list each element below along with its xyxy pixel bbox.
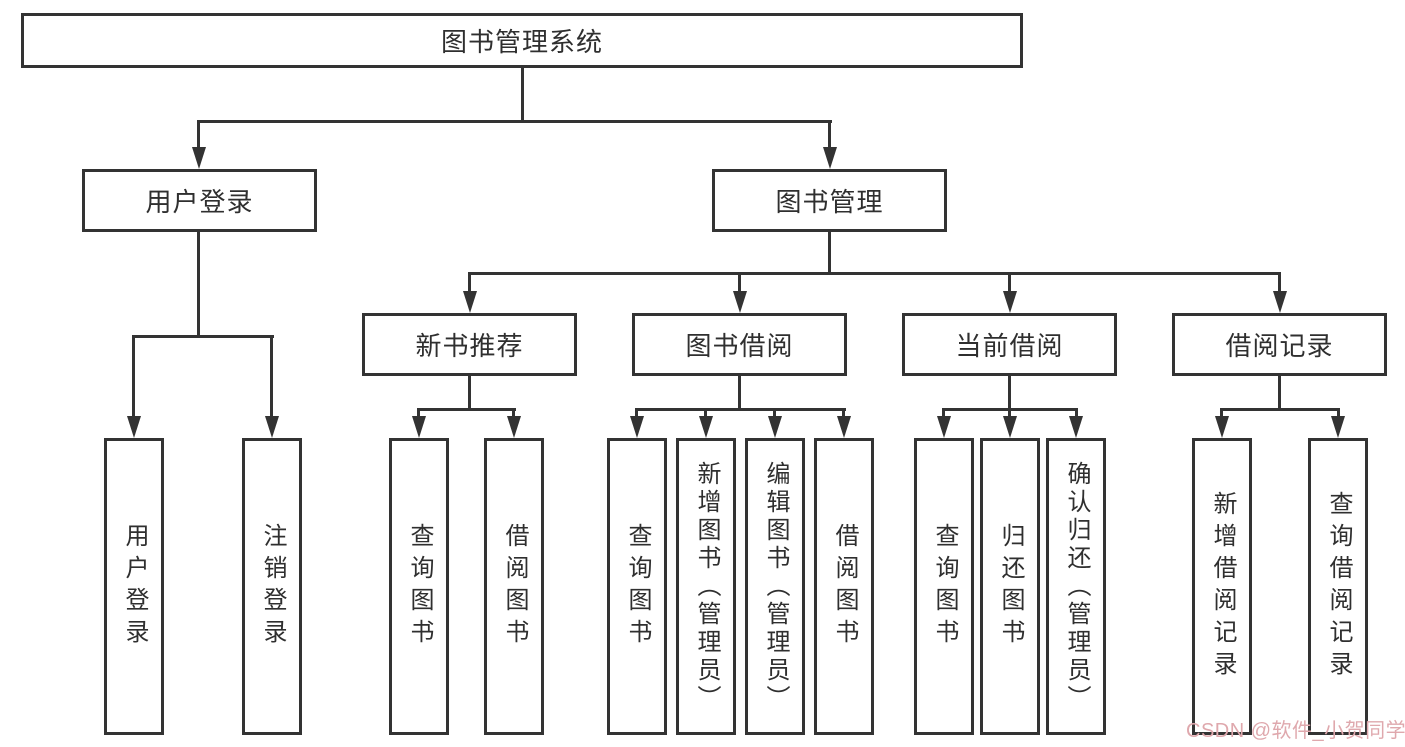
leaf-query-book: 查询图书 xyxy=(607,438,667,735)
edge-level1-hline xyxy=(197,120,832,123)
arrowhead-leaf xyxy=(937,416,951,438)
edge-drop-new-book xyxy=(468,272,471,294)
arrowhead-leaf xyxy=(768,416,782,438)
edge-borrow-stem xyxy=(738,376,741,410)
edge-root-stem xyxy=(521,68,524,123)
leaf-user-login: 用户登录 xyxy=(104,438,164,735)
node-book-management: 图书管理 xyxy=(712,169,947,232)
arrowhead-leaf xyxy=(837,416,851,438)
edge-drop-leaf xyxy=(1008,408,1011,420)
arrowhead-borrow xyxy=(733,291,747,313)
edge-current-stem xyxy=(1008,376,1011,410)
arrowhead-leaf xyxy=(1069,416,1083,438)
leaf-query-current: 查询图书 xyxy=(914,438,974,735)
leaf-borrow-book-recommend: 借阅图书 xyxy=(484,438,544,735)
node-library-system: 图书管理系统 xyxy=(21,13,1023,68)
leaf-edit-book-admin: 编辑图书（管理员） xyxy=(745,438,805,735)
edge-drop-leaf xyxy=(704,408,707,420)
leaf-return-book: 归还图书 xyxy=(980,438,1040,735)
edge-level2-hline xyxy=(468,272,1281,275)
arrowhead-leaf xyxy=(1215,416,1229,438)
arrowhead-login-leaf xyxy=(127,416,141,438)
arrowhead-leaf xyxy=(412,416,426,438)
edge-drop-login-leaf xyxy=(132,335,135,418)
arrowhead-book-mgmt xyxy=(823,147,837,169)
arrowhead-current xyxy=(1003,291,1017,313)
edge-records-stem xyxy=(1278,376,1281,410)
arrowhead-leaf xyxy=(630,416,644,438)
node-current-borrow: 当前借阅 xyxy=(902,313,1117,376)
edge-drop-leaf xyxy=(773,408,776,420)
edge-drop-borrow xyxy=(738,272,741,294)
edge-drop-records xyxy=(1278,272,1281,294)
arrowhead-new-book xyxy=(463,291,477,313)
edge-drop-logout-leaf xyxy=(270,335,273,418)
leaf-query-borrow-record: 查询借阅记录 xyxy=(1308,438,1368,735)
edge-new-book-stem xyxy=(468,376,471,410)
edge-drop-current xyxy=(1008,272,1011,294)
arrowhead-leaf xyxy=(1331,416,1345,438)
leaf-add-borrow-record: 新增借阅记录 xyxy=(1192,438,1252,735)
edge-new-book-hline xyxy=(417,408,516,411)
edge-drop-leaf xyxy=(1337,408,1340,420)
leaf-borrow-book: 借阅图书 xyxy=(814,438,874,735)
edge-drop-leaf xyxy=(1220,408,1223,420)
arrowhead-records xyxy=(1273,291,1287,313)
arrowhead-leaf xyxy=(507,416,521,438)
edge-borrow-hline xyxy=(635,408,846,411)
edge-user-login-hline xyxy=(132,335,274,338)
node-new-book-recommend: 新书推荐 xyxy=(362,313,577,376)
arrowhead-leaf xyxy=(699,416,713,438)
edge-drop-leaf xyxy=(512,408,515,420)
edge-drop-leaf xyxy=(842,408,845,420)
leaf-confirm-return-admin: 确认归还（管理员） xyxy=(1046,438,1106,735)
csdn-watermark: CSDN @软件_小贺同学 xyxy=(1186,720,1405,742)
edge-drop-book-mgmt xyxy=(828,120,831,150)
leaf-query-book-recommend: 查询图书 xyxy=(389,438,449,735)
leaf-add-book-admin: 新增图书（管理员） xyxy=(676,438,736,735)
node-user-login: 用户登录 xyxy=(82,169,317,232)
arrowhead-logout-leaf xyxy=(265,416,279,438)
node-book-borrow: 图书借阅 xyxy=(632,313,847,376)
edge-drop-leaf xyxy=(417,408,420,420)
edge-drop-user-login xyxy=(197,120,200,150)
arrowhead-user-login xyxy=(192,147,206,169)
leaf-logout: 注销登录 xyxy=(242,438,302,735)
node-borrow-records: 借阅记录 xyxy=(1172,313,1387,376)
edge-user-login-stem xyxy=(197,232,200,338)
edge-drop-leaf xyxy=(1075,408,1078,420)
edge-drop-leaf xyxy=(942,408,945,420)
arrowhead-leaf xyxy=(1003,416,1017,438)
edge-records-hline xyxy=(1220,408,1340,411)
edge-book-mgmt-stem xyxy=(828,232,831,275)
edge-drop-leaf xyxy=(635,408,638,420)
